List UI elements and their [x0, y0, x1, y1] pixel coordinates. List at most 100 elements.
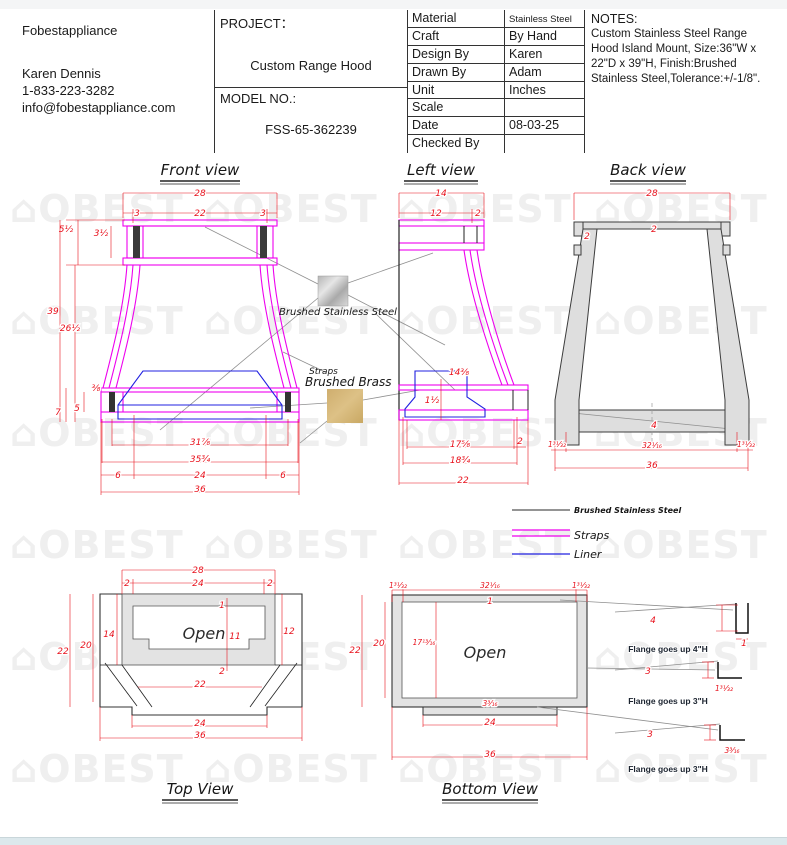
left-view-drawing	[398, 219, 529, 421]
drawing-canvas: Front view	[46, 161, 756, 804]
field-label: Drawn By	[408, 63, 505, 82]
top-view-dimensions: 28 2 24 2 1 11 2 22 14 20	[56, 565, 303, 742]
dim-label: 26½	[60, 324, 80, 334]
dim-label: 1³¹⁄₃₂	[737, 440, 755, 449]
dim-label: 36	[194, 731, 206, 741]
left-view-title: Left view	[407, 161, 476, 179]
dim-label: 22	[349, 646, 361, 656]
dim-label: 39	[47, 307, 59, 317]
dim-label: 22	[194, 680, 206, 690]
front-view-dimensions: 28 3 22 3 5½ 3½ 39 26½	[46, 188, 300, 496]
dim-label: 31⅞	[190, 438, 210, 448]
dim-label: 28	[192, 566, 204, 576]
dim-label: 2	[651, 225, 657, 235]
watermark: ⌂OBEST	[398, 411, 572, 455]
field-label: Scale	[408, 99, 505, 118]
field-label: Checked By	[408, 135, 505, 153]
notes-label: NOTES:	[591, 12, 638, 26]
dim-label: 3½	[94, 229, 109, 239]
watermark: ⌂OBEST	[10, 523, 184, 567]
dim-label: 36	[646, 461, 658, 471]
company-name: Fobestappliance	[22, 23, 118, 38]
flange-caption: Flange goes up 3"H	[628, 764, 708, 774]
field-label: Design By	[408, 45, 505, 64]
dim-label: 28	[646, 189, 658, 199]
project-label: PROJECT：	[220, 16, 294, 31]
field-value: By Hand	[505, 28, 585, 46]
dim-label: 2	[124, 579, 130, 589]
model-label: MODEL NO.:	[220, 91, 297, 106]
top-view-drawing	[99, 593, 303, 716]
title-block: Fobestappliance Karen Dennis 1-833-223-3…	[8, 10, 779, 153]
dim-label: 14⅜	[449, 368, 469, 378]
flange-detail-3: 3 3³⁄₁₆ Flange goes up 3"H	[614, 723, 745, 775]
dim-label: 5½	[59, 225, 74, 235]
left-view: Left view	[398, 161, 529, 487]
flange-caption: Flange goes up 4"H	[628, 644, 708, 654]
field-label: Craft	[408, 27, 505, 46]
dim-label: 1³¹⁄₃₂	[389, 581, 407, 590]
dim-label: 17¹³⁄₁₆	[413, 638, 436, 647]
field-value: 08-03-25	[505, 117, 585, 136]
dim-label: 11	[229, 632, 240, 642]
bottom-view: Open 1³¹⁄₃₂ 32¹⁄₁₆ 1³¹⁄₃₂ 1 17¹³⁄₁₆ 3³⁄₁…	[348, 580, 734, 804]
watermark: ⌂OBEST	[594, 523, 768, 567]
notes-cell: NOTES: Custom Stainless Steel Range Hood…	[585, 10, 779, 153]
dim-label: 1	[219, 601, 225, 611]
watermark: ⌂OBEST	[10, 299, 184, 343]
dim-label: 1³¹⁄₃₂	[572, 581, 590, 590]
brass-label: Brushed Brass	[305, 375, 391, 389]
watermark: ⌂OBEST	[10, 187, 184, 231]
dim-label: 4	[650, 616, 656, 626]
dim-label: 3³⁄₁₆	[482, 699, 497, 708]
project-value: Custom Range Hood	[250, 58, 372, 73]
dim-label: 3	[645, 667, 651, 677]
steel-swatch	[317, 275, 349, 307]
leader-lines	[159, 226, 456, 444]
dim-label: 14	[103, 630, 115, 640]
top-view-title: Top View	[167, 780, 234, 798]
bottom-open-label: Open	[464, 643, 507, 662]
dim-label: 1³¹⁄₃₂	[548, 440, 566, 449]
dim-label: 36	[484, 750, 496, 760]
model-value: FSS-65-362239	[265, 122, 357, 137]
dim-label: 2	[517, 437, 523, 447]
bottom-view-drawing	[391, 594, 734, 731]
back-view-drawing	[554, 221, 750, 446]
watermark: ⌂OBEST	[10, 747, 184, 791]
dim-label: 12	[283, 627, 295, 637]
dim-label: 2	[584, 232, 590, 242]
dim-label: 1½	[425, 396, 440, 406]
top-strip	[0, 0, 787, 9]
dim-label: 6	[115, 471, 121, 481]
dim-label: 3	[647, 730, 653, 740]
dim-label: 7	[55, 408, 61, 418]
dim-label: 32¹⁄₁₆	[480, 581, 500, 590]
dim-label: 1³¹⁄₃₂	[715, 684, 733, 693]
dim-label: 36	[194, 485, 206, 495]
dim-label: 6	[280, 471, 286, 481]
dim-label: 2	[267, 579, 273, 589]
dim-label: 5	[74, 404, 80, 414]
dim-label: 24	[484, 718, 496, 728]
field-value: Karen	[505, 46, 585, 64]
brass-swatch	[327, 389, 363, 423]
straps-label: Straps	[309, 367, 338, 377]
dim-label: 20	[80, 641, 92, 651]
dim-label: 22	[457, 476, 469, 486]
field-value	[505, 99, 585, 118]
material-callouts: Brushed Stainless Steel Straps Brushed B…	[279, 275, 397, 423]
dim-label: 22	[57, 647, 69, 657]
flange-detail-1: 4 1 Flange goes up 4"H	[614, 603, 749, 655]
flange-caption: Flange goes up 3"H	[628, 696, 708, 706]
fields-table: Material Stainless Steel Craft By Hand D…	[408, 10, 585, 153]
field-value	[505, 135, 585, 153]
dim-label: 22	[194, 209, 206, 219]
contact-email: info@fobestappliance.com	[22, 100, 176, 115]
field-value: Inches	[505, 82, 585, 100]
dim-label: 20	[373, 639, 385, 649]
project-model-cell: PROJECT： Custom Range Hood MODEL NO.: FS…	[215, 10, 408, 153]
legend-label-steel: Brushed Stainless Steel	[574, 506, 681, 515]
field-value: Stainless Steel	[505, 10, 585, 28]
front-view: Front view	[46, 161, 300, 496]
